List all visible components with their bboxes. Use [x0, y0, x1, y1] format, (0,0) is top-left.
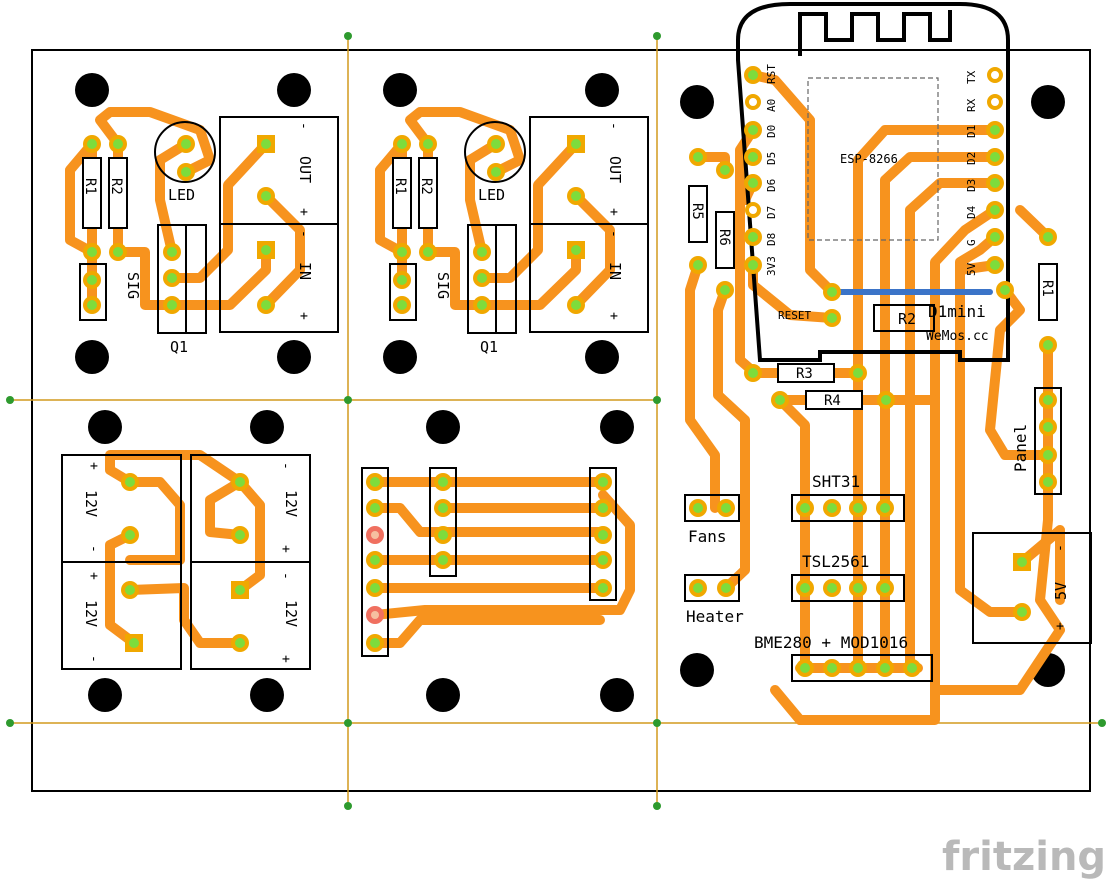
svg-text:D4: D4: [965, 205, 978, 219]
minus-label: -: [278, 462, 293, 470]
in-label: IN: [296, 262, 314, 280]
minus-label: -: [1053, 544, 1068, 552]
minus-label: -: [296, 230, 311, 238]
v12-label-1: 12V: [82, 490, 100, 517]
plus-label: +: [606, 312, 621, 320]
led-label: LED: [168, 186, 195, 204]
d1-left-pin-labels: RST A0 D0 D5 D6 D7 D8 3V3: [765, 64, 778, 276]
svg-text:3V3: 3V3: [765, 256, 778, 276]
r1-d1-label: R1: [1039, 280, 1055, 297]
bme-label: BME280 + MOD1016: [754, 633, 908, 652]
r2-label: R2: [108, 178, 124, 195]
d1-pads: [744, 66, 1004, 274]
v12-label-2: 12V: [82, 600, 100, 627]
q1-label: Q1: [480, 338, 498, 356]
svg-text:TX: TX: [965, 70, 978, 84]
q1-label: Q1: [170, 338, 188, 356]
r6-label: R6: [716, 229, 732, 246]
svg-text:D2: D2: [965, 152, 978, 165]
svg-text:D6: D6: [765, 179, 778, 192]
minus-label: -: [86, 655, 101, 663]
plus-label: +: [86, 462, 101, 470]
out-label: OUT: [606, 156, 624, 183]
r1-label: R1: [82, 178, 98, 195]
plus-label: +: [606, 208, 621, 216]
plus-label: +: [296, 208, 311, 216]
guide-dots: [6, 32, 1106, 810]
svg-text:D8: D8: [765, 233, 778, 246]
svg-text:D5: D5: [765, 152, 778, 165]
svg-text:D1: D1: [965, 125, 978, 138]
r5-label: R5: [689, 203, 705, 220]
mounting-holes: [75, 73, 1065, 712]
plus-label: +: [278, 545, 293, 553]
svg-text:RST: RST: [765, 64, 778, 84]
out-label: OUT: [296, 156, 314, 183]
v5-label: 5V: [1052, 582, 1070, 600]
led-label: LED: [478, 186, 505, 204]
svg-text:RX: RX: [965, 98, 978, 112]
minus-label: -: [606, 122, 621, 130]
svg-text:G: G: [965, 239, 978, 246]
v12-label-3: 12V: [282, 490, 300, 517]
plus-label: +: [86, 572, 101, 580]
d1-right-pin-labels: TX RX D1 D2 D3 D4 G 5V: [965, 70, 978, 276]
plus-label: +: [1053, 622, 1068, 630]
r4-label: R4: [824, 393, 841, 409]
fritzing-watermark: fritzing: [942, 834, 1106, 880]
in-label: IN: [606, 262, 624, 280]
sig-label: SIG: [124, 272, 142, 299]
plus-label: +: [278, 655, 293, 663]
header-breakout-module: [361, 467, 635, 657]
d1-name: D1mini: [928, 302, 986, 321]
minus-label: -: [606, 230, 621, 238]
heater-label: Heater: [686, 607, 744, 626]
d1-brand: WeMos.cc: [926, 329, 989, 344]
headers: Panel SHT31 TSL2561 Fans Heater BME280 +…: [684, 387, 1092, 682]
mosfet-module-1: R1 R2 LED SIG Q1 OUT IN - + - +: [65, 107, 339, 356]
minus-label: -: [296, 122, 311, 130]
r1-label: R1: [392, 178, 408, 195]
svg-text:A0: A0: [765, 99, 778, 112]
resistors: R5 R6 R3 R4 R1: [688, 148, 1058, 410]
r2-d1-label: R2: [898, 310, 916, 328]
panel-label: Panel: [1011, 424, 1030, 472]
svg-text:D3: D3: [965, 179, 978, 192]
minus-label: -: [86, 545, 101, 553]
svg-text:D7: D7: [765, 206, 778, 219]
v12-label-4: 12V: [282, 600, 300, 627]
terminal-12v-module: 12V 12V 12V 12V + - + - - + - +: [61, 450, 311, 670]
mosfet-module-2: R1 R2 LED SIG Q1 OUT IN - + - +: [375, 107, 649, 356]
reset-label: RESET: [778, 309, 811, 322]
plus-label: +: [296, 312, 311, 320]
sig-label: SIG: [434, 272, 452, 299]
d1-mini-board: ESP-8266 D1mini WeMos.cc RESET R2: [736, 1, 1010, 362]
sht-label: SHT31: [812, 472, 860, 491]
chip-label: ESP-8266: [840, 152, 898, 166]
r2-label: R2: [418, 178, 434, 195]
svg-text:5V: 5V: [965, 262, 978, 276]
svg-text:D0: D0: [765, 125, 778, 138]
tsl-label: TSL2561: [802, 552, 869, 571]
fans-label: Fans: [688, 527, 727, 546]
minus-label: -: [278, 572, 293, 580]
r3-label: R3: [796, 366, 813, 382]
